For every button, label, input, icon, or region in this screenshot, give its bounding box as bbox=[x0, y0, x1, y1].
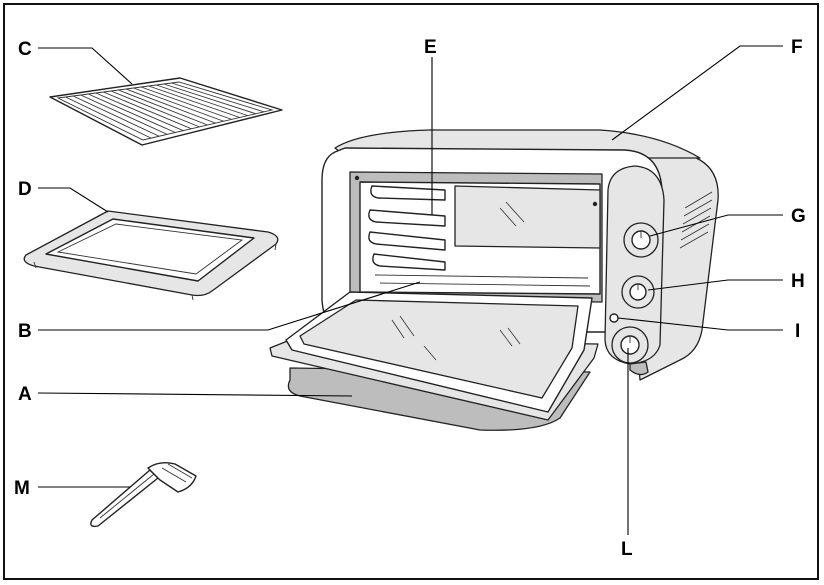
label-b: B bbox=[18, 321, 32, 342]
function-selector-knob bbox=[622, 276, 654, 308]
baking-pan bbox=[24, 211, 278, 300]
thermostat-knob bbox=[624, 223, 658, 257]
leader-c bbox=[38, 48, 132, 84]
pilot-light bbox=[610, 314, 618, 322]
label-l: L bbox=[621, 539, 633, 560]
label-g: G bbox=[791, 206, 806, 227]
label-d: D bbox=[18, 179, 32, 200]
timer-knob bbox=[612, 327, 648, 363]
leader-f bbox=[612, 46, 783, 140]
label-h: H bbox=[791, 271, 805, 292]
label-m: M bbox=[14, 478, 30, 499]
label-a: A bbox=[18, 384, 32, 405]
rack-handle bbox=[91, 463, 196, 527]
label-e: E bbox=[424, 37, 437, 58]
label-f: F bbox=[791, 37, 803, 58]
label-i: I bbox=[795, 321, 800, 342]
label-c: C bbox=[18, 39, 32, 60]
wire-rack bbox=[50, 78, 282, 145]
leader-d bbox=[38, 188, 108, 212]
